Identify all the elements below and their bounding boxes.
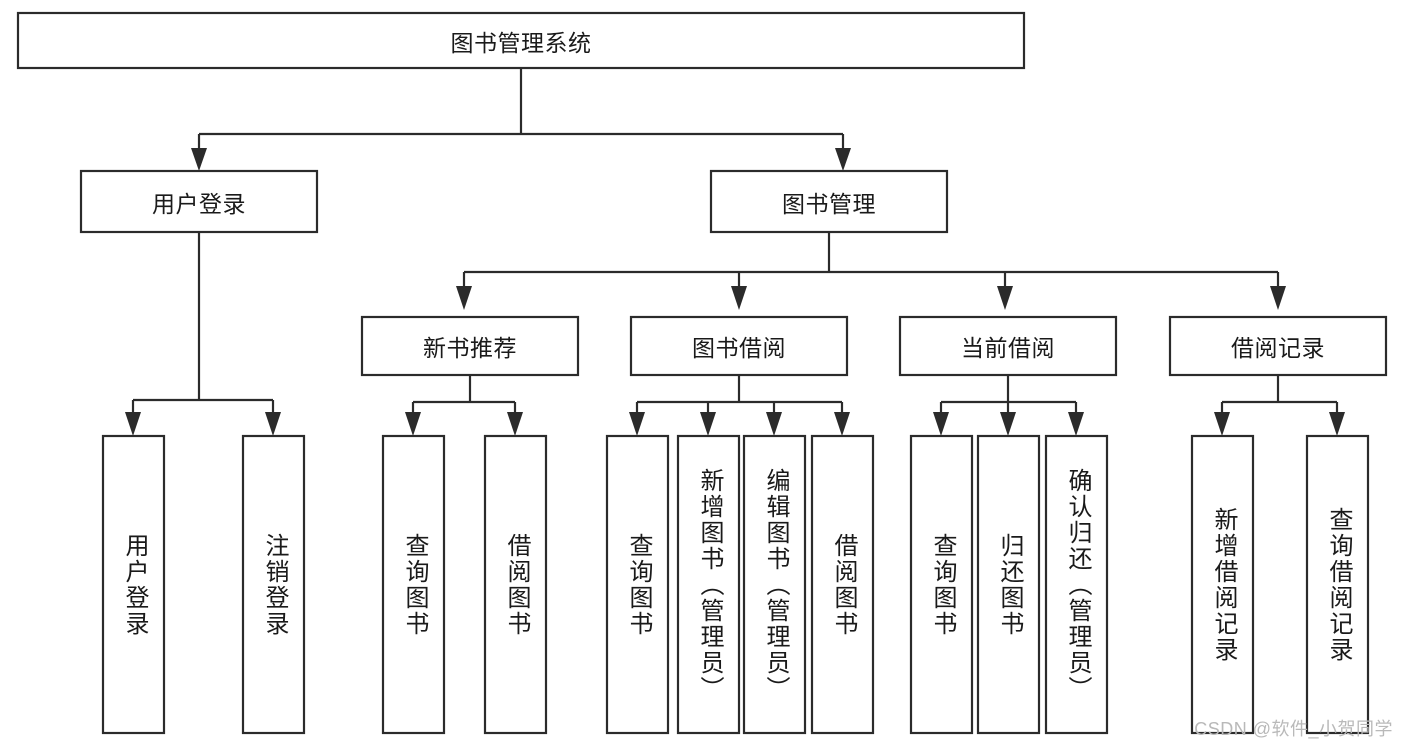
arrowhead-book-borrow-leaf-3	[766, 412, 782, 436]
arrowhead-book-borrow-leaf-4	[834, 412, 850, 436]
node-root-box[interactable]	[16, 11, 1026, 70]
arrowhead-current-borrow-leaf-2	[1000, 412, 1016, 436]
leaf-box-current-borrow-1[interactable]	[909, 434, 974, 735]
leaf-box-book-borrow-4[interactable]	[810, 434, 875, 735]
arrowhead-book-borrow-leaf-2	[700, 412, 716, 436]
arrowhead-new-book-leaf-2	[507, 412, 523, 436]
leaf-box-user-login-1[interactable]	[101, 434, 166, 735]
node-current-borrow-box[interactable]	[898, 315, 1118, 377]
node-book-mgmt-box[interactable]	[709, 169, 949, 234]
arrowhead-root-to-book-mgmt	[835, 148, 851, 171]
arrowhead-borrow-record-leaf-1	[1214, 412, 1230, 436]
leaf-box-new-book-2[interactable]	[483, 434, 548, 735]
arrowhead-current-borrow-leaf-3	[1068, 412, 1084, 436]
arrowhead-current-borrow-leaf-1	[933, 412, 949, 436]
arrowhead-user-login-leaf-2	[265, 412, 281, 436]
leaf-box-book-borrow-1[interactable]	[605, 434, 670, 735]
arrowhead-to-borrow-record	[1270, 286, 1286, 310]
csdn-watermark: CSDN @软件_小贺同学	[1194, 719, 1393, 739]
leaf-box-new-book-1[interactable]	[381, 434, 446, 735]
leaf-box-borrow-record-1[interactable]	[1190, 434, 1255, 735]
node-new-book-recommend-box[interactable]	[360, 315, 580, 377]
leaf-box-user-login-2[interactable]	[241, 434, 306, 735]
arrowhead-borrow-record-leaf-2	[1329, 412, 1345, 436]
leaf-box-current-borrow-3[interactable]	[1044, 434, 1109, 735]
leaf-box-book-borrow-3[interactable]	[742, 434, 807, 735]
leaf-box-borrow-record-2[interactable]	[1305, 434, 1370, 735]
arrowhead-user-login-leaf-1	[125, 412, 141, 436]
arrowhead-to-current-borrow	[997, 286, 1013, 310]
node-borrow-record-box[interactable]	[1168, 315, 1388, 377]
arrowhead-to-new-book-recommend	[456, 286, 472, 310]
leaf-box-current-borrow-2[interactable]	[976, 434, 1041, 735]
leaf-box-book-borrow-2[interactable]	[676, 434, 741, 735]
arrowhead-root-to-user-login	[191, 148, 207, 171]
arrowhead-book-borrow-leaf-1	[629, 412, 645, 436]
arrowhead-new-book-leaf-1	[405, 412, 421, 436]
node-book-borrow-box[interactable]	[629, 315, 849, 377]
arrowhead-to-book-borrow	[731, 286, 747, 310]
node-user-login-box[interactable]	[79, 169, 319, 234]
